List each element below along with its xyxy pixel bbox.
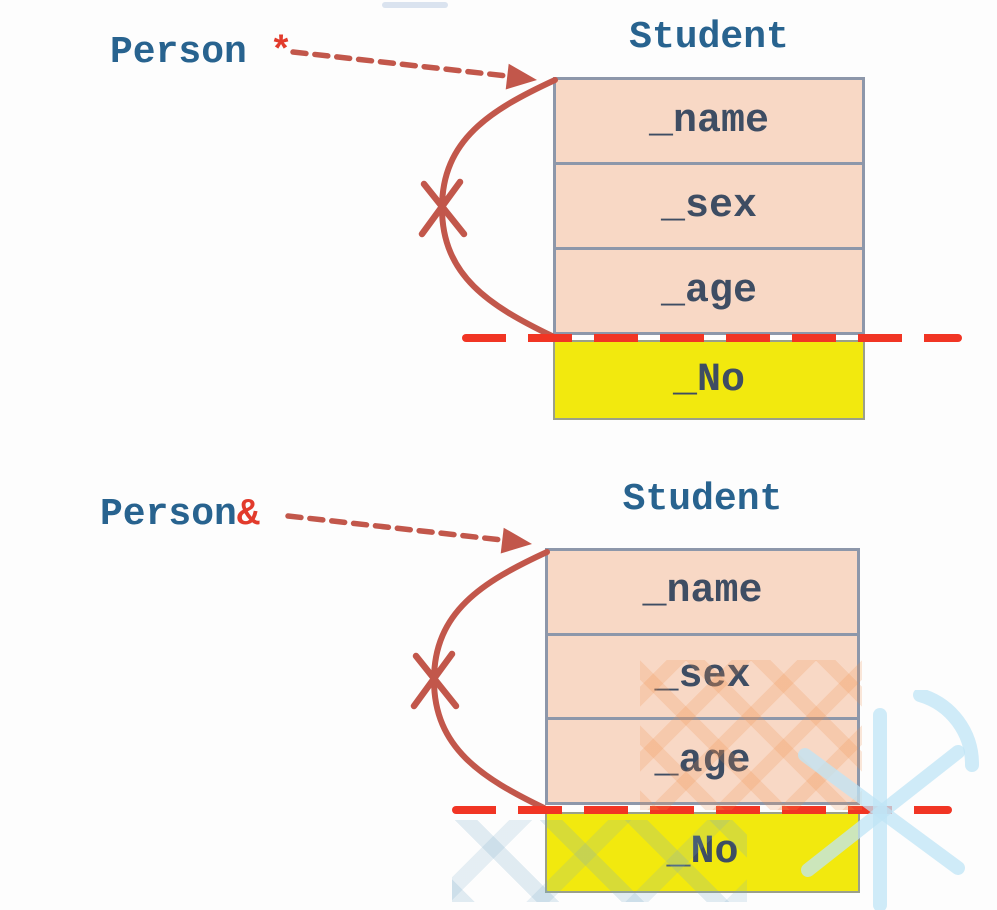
slice-brace-curve — [410, 549, 550, 811]
slice-cut-dashed-line — [462, 334, 962, 342]
dashed-arrow-icon — [290, 49, 537, 90]
class-title: Student — [629, 16, 789, 59]
member-row: _age — [556, 247, 862, 332]
base-part-box: _name _sex _age — [553, 77, 865, 335]
member-row: _name — [642, 569, 763, 615]
x-mark-icon — [418, 178, 468, 238]
class-title: Student — [622, 478, 783, 521]
member-row: _sex — [548, 632, 857, 718]
pointer-label: Person * — [110, 30, 292, 76]
pointer-label-name: Person — [110, 31, 247, 74]
top-edge-smudge — [382, 2, 448, 8]
member-row: _sex — [556, 162, 862, 247]
derived-part-box: _No — [545, 812, 860, 893]
reference-label-name: Person — [100, 493, 237, 536]
member-row: _age — [548, 717, 857, 802]
reference-label: Person& — [100, 492, 260, 538]
x-mark-icon — [410, 650, 460, 710]
base-part-box: _name _sex _age — [545, 548, 860, 805]
pointer-symbol: * — [246, 31, 293, 74]
reference-symbol: & — [236, 493, 260, 536]
slice-cut-dashed-line — [452, 806, 952, 814]
slice-brace-curve — [418, 77, 558, 339]
member-row: _name — [648, 98, 770, 144]
derived-part-box: _No — [553, 340, 865, 420]
dashed-arrow-icon — [285, 513, 532, 554]
